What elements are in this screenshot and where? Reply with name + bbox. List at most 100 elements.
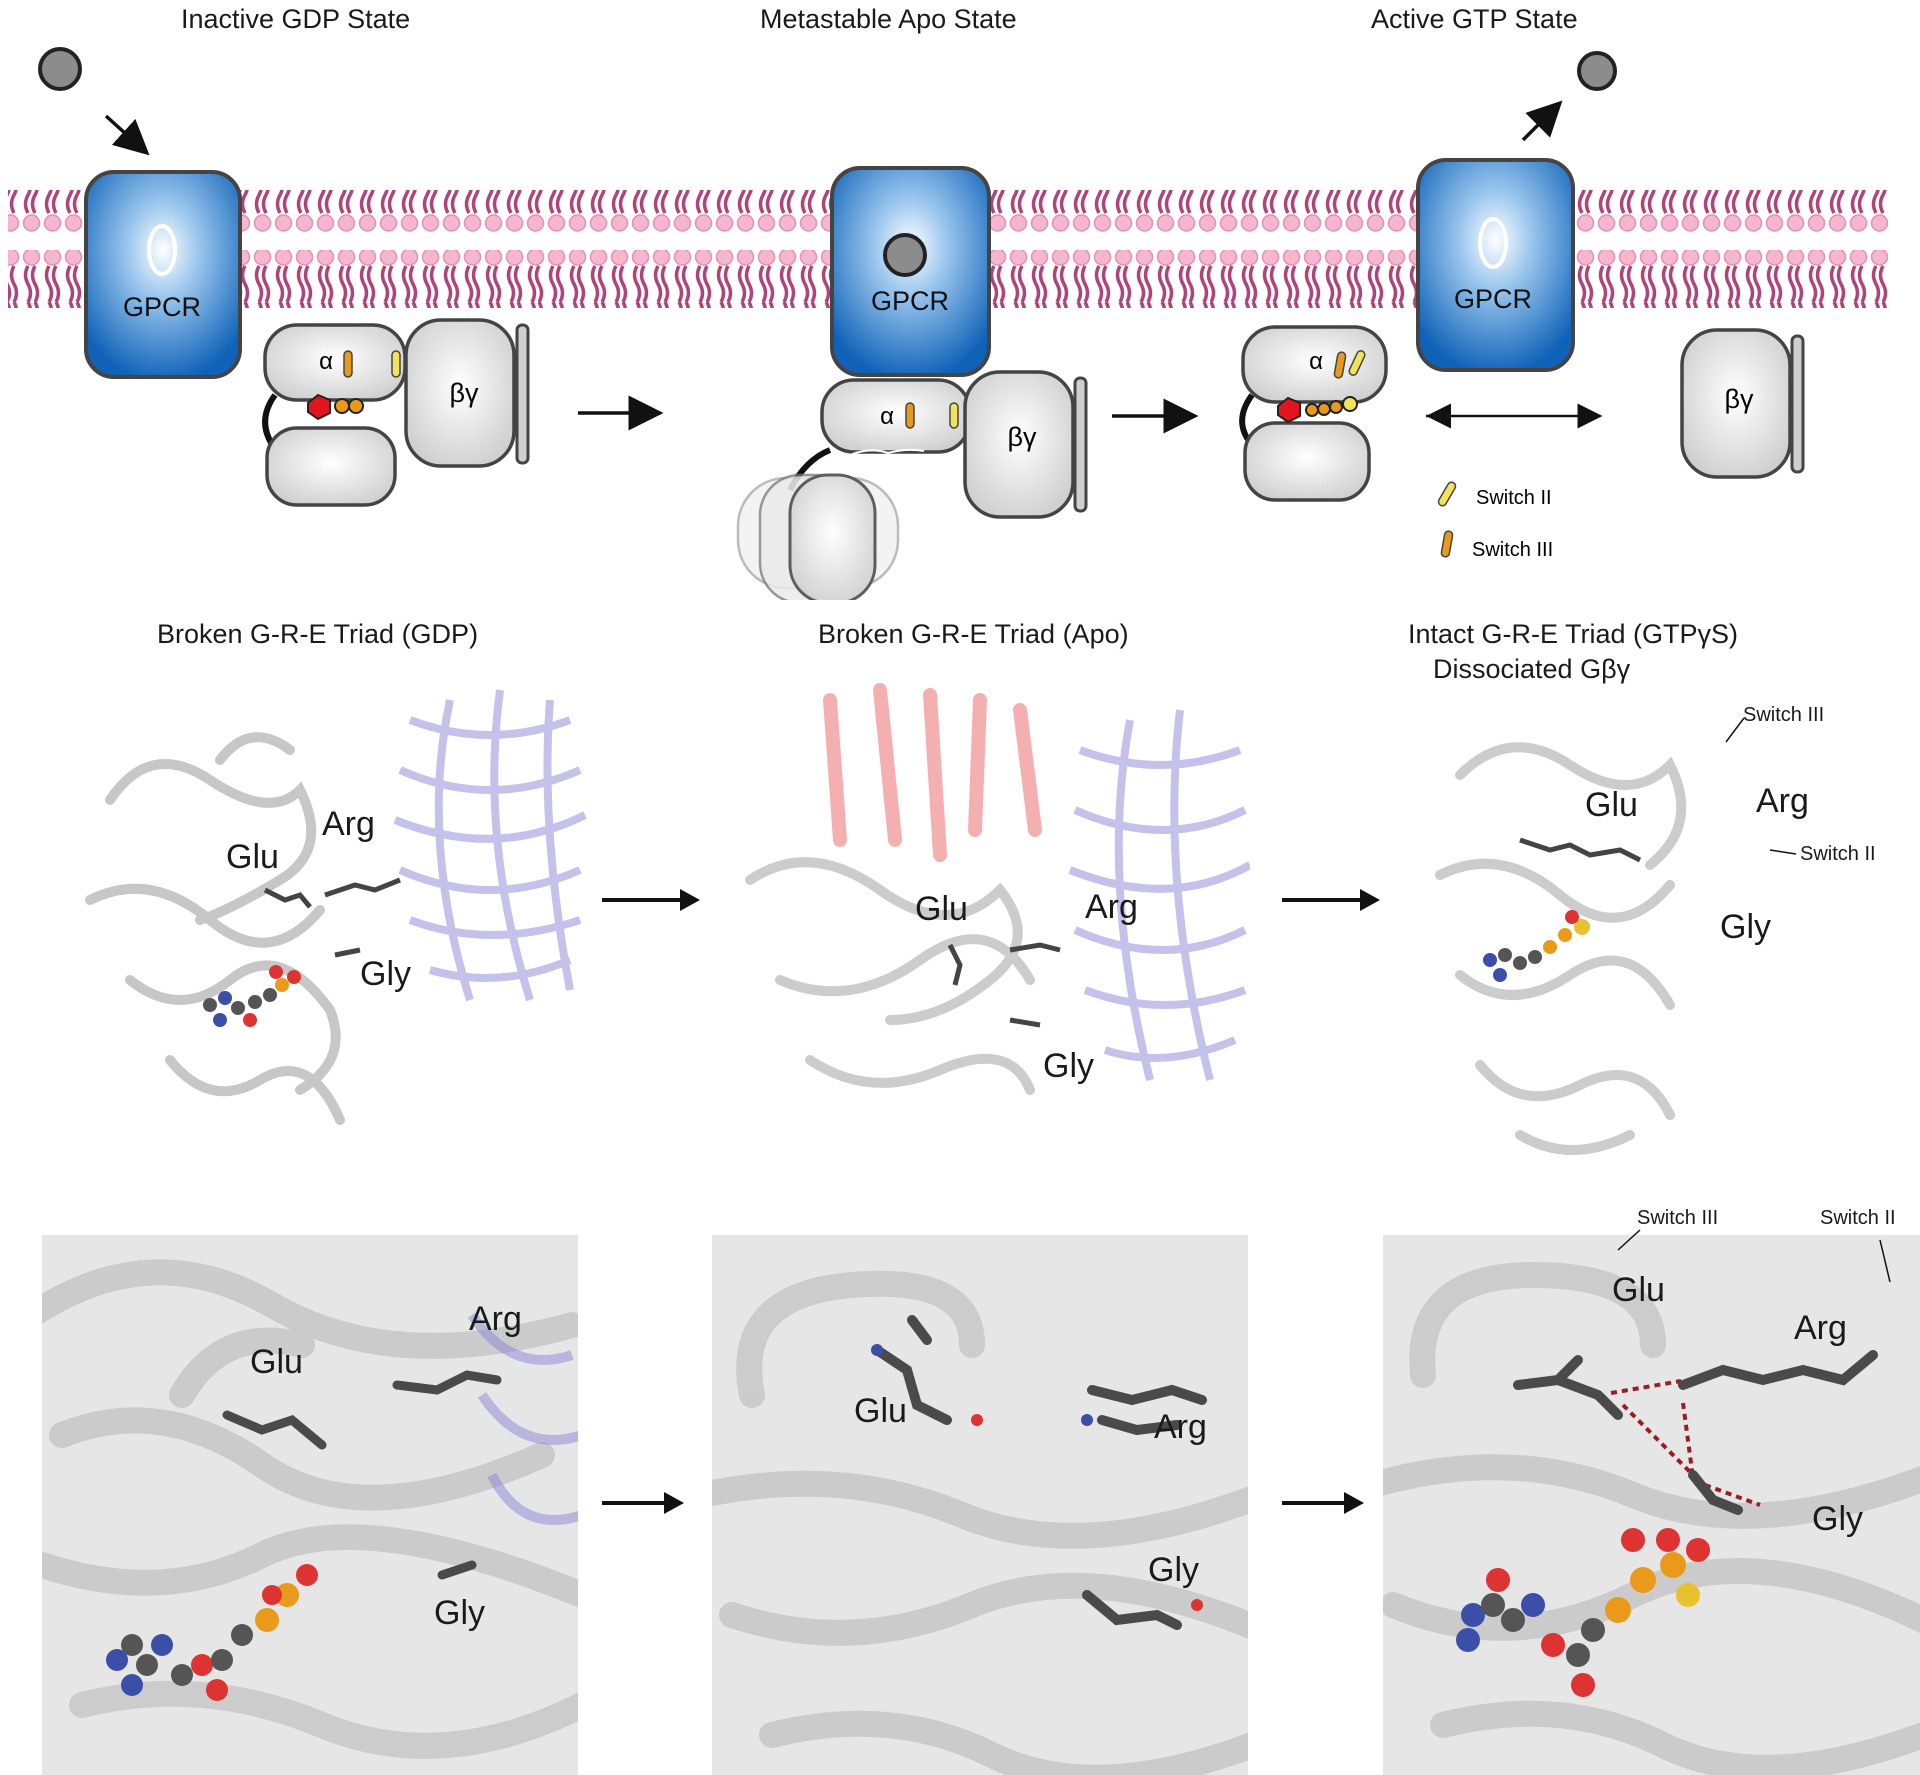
transition-arrow xyxy=(602,898,688,902)
residue-label-glu: Glu xyxy=(226,838,279,876)
gbg-subunit-apo xyxy=(963,370,1075,519)
callout-leader-lines xyxy=(1617,1229,1891,1283)
alpha-label: α xyxy=(319,348,333,375)
closeup-panel-gdp xyxy=(42,1235,578,1775)
phosphate-icon xyxy=(1305,403,1319,417)
gpcr-label: GPCR xyxy=(1454,284,1532,314)
residue-label-arg: Arg xyxy=(1756,782,1809,820)
transition-arrow xyxy=(1282,898,1368,902)
residue-label-arg: Arg xyxy=(322,805,375,843)
hydrogen-bond-network xyxy=(1610,1379,1761,1507)
bound-ligand-icon xyxy=(883,233,927,277)
residue-label-arg: Arg xyxy=(1085,888,1138,926)
beta-gamma-label: βγ xyxy=(1007,422,1037,452)
apo-state-title: Metastable Apo State xyxy=(760,4,1017,34)
released-ligand-icon xyxy=(1577,51,1617,91)
gdp-molecule xyxy=(203,965,301,1027)
galpha-helical-domain xyxy=(265,426,397,507)
ligand-approach-arrow xyxy=(104,114,150,156)
triad-title-gdp: Broken G-R-E Triad (GDP) xyxy=(157,619,479,649)
inactive-state-title: Inactive GDP State xyxy=(181,4,411,34)
residue-sticks xyxy=(872,1315,1207,1630)
gbg-beta-propeller xyxy=(1068,709,1250,1081)
gbg-region xyxy=(467,1312,578,1525)
structure-panel-apo-overview xyxy=(745,683,1250,1095)
residue-label-gly: Gly xyxy=(1148,1551,1199,1589)
residue-label-glu: Glu xyxy=(915,890,968,928)
beta-gamma-label: βγ xyxy=(449,378,479,408)
ligand-release-arrow xyxy=(1521,100,1563,142)
gpcr-label: GPCR xyxy=(123,292,201,322)
legend-switch-iii-swatch xyxy=(1440,530,1454,558)
ligand-icon xyxy=(38,47,82,91)
receptor-helices xyxy=(823,683,1042,862)
triad-title-apo: Broken G-R-E Triad (Apo) xyxy=(818,619,1129,649)
galpha-ras-domain-active xyxy=(1241,325,1388,404)
switch-iii-icon xyxy=(343,350,353,378)
gpcr-label: GPCR xyxy=(871,286,949,316)
transition-arrow xyxy=(602,1501,670,1505)
galpha-helical-domain-active xyxy=(1243,421,1371,502)
residue-label-gly: Gly xyxy=(1812,1500,1863,1538)
residue-label-gly: Gly xyxy=(434,1594,485,1632)
residue-label-gly: Gly xyxy=(360,955,411,993)
alpha-label: α xyxy=(880,403,894,430)
residue-label-arg: Arg xyxy=(469,1300,522,1338)
callout-leader-lines xyxy=(1725,717,1797,855)
structure-panel-gdp-overview xyxy=(85,689,587,1125)
closeup-panel-apo xyxy=(712,1235,1248,1775)
gdp-molecule xyxy=(106,1564,318,1701)
binding-pocket-icon xyxy=(1478,217,1508,269)
switch-iii-icon xyxy=(905,402,915,429)
binding-pocket-icon xyxy=(147,224,177,276)
ggamma-lipid-anchor xyxy=(1790,334,1805,474)
active-state-title: Active GTP State xyxy=(1371,4,1578,34)
callout-switch-iii: Switch III xyxy=(1743,704,1825,726)
gbg-subunit-dissociated xyxy=(1680,328,1792,479)
residue-label-arg: Arg xyxy=(1154,1408,1207,1446)
callout-switch-iii: Switch III xyxy=(1637,1207,1719,1229)
callout-switch-ii: Switch II xyxy=(1820,1207,1896,1229)
gtp-base-icon xyxy=(1277,396,1301,424)
triad-subtitle-gtp: Dissociated Gβγ xyxy=(1433,654,1631,684)
alpha-label: α xyxy=(1309,348,1323,375)
flexible-helical-domain xyxy=(736,473,900,600)
residue-label-glu: Glu xyxy=(1585,786,1638,824)
residue-label-gly: Gly xyxy=(1720,908,1771,946)
gdp-base-icon xyxy=(307,393,331,421)
ggamma-lipid-anchor xyxy=(1073,376,1088,513)
phosphate-icon xyxy=(348,398,364,414)
gamma-phosphate-icon xyxy=(1342,396,1358,412)
residue-sticks xyxy=(222,1370,502,1580)
transition-arrow-head xyxy=(1344,1492,1364,1514)
galpha-ras-domain xyxy=(263,323,407,402)
gtp-gamma-s-molecule xyxy=(1483,910,1590,982)
switch-iii-icon xyxy=(1333,351,1347,379)
callout-switch-ii: Switch II xyxy=(1800,843,1876,865)
switch-ii-icon xyxy=(949,402,959,429)
residue-label-arg: Arg xyxy=(1794,1309,1847,1347)
residue-label-glu: Glu xyxy=(854,1392,907,1430)
switch-ii-icon xyxy=(1348,350,1366,376)
residue-label-glu: Glu xyxy=(1612,1271,1665,1309)
phosphate-icon xyxy=(334,398,350,414)
structure-panel-gtp-overview xyxy=(1435,742,1687,1155)
g-protein-cycle-schematic: GPCR α βγ GPCR α βγ GPCR α β xyxy=(8,47,1888,600)
phosphate-icon xyxy=(1329,400,1343,414)
gbg-beta-propeller xyxy=(393,689,587,1002)
empty-nucleotide-site xyxy=(849,448,925,456)
residue-sticks xyxy=(947,942,1061,1028)
gbg-subunit-inactive xyxy=(404,318,516,468)
galpha-ras-domain-apo xyxy=(820,378,972,454)
switch-ii-icon xyxy=(391,350,401,378)
legend-switch-iii-label: Switch III xyxy=(1472,539,1553,561)
legend-switch-ii-label: Switch II xyxy=(1476,487,1552,509)
transition-arrow-head xyxy=(680,889,700,911)
transition-arrow-head xyxy=(664,1492,684,1514)
atom-tips xyxy=(871,1344,1203,1611)
gtp-gamma-s-molecule xyxy=(1456,1528,1710,1697)
transition-arrow xyxy=(1282,1501,1350,1505)
transition-arrow-head xyxy=(1360,889,1380,911)
beta-gamma-label: βγ xyxy=(1724,384,1754,414)
phosphate-icon xyxy=(1317,402,1331,416)
